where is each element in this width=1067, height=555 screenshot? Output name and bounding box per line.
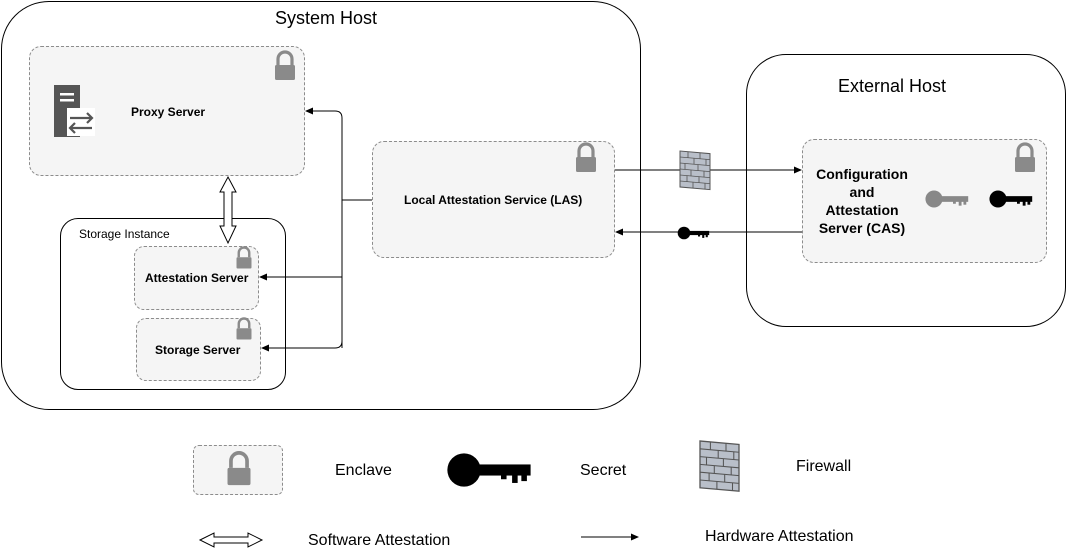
lock-icon: [235, 317, 253, 341]
external-host-title: External Host: [838, 76, 947, 96]
key-icon: [677, 226, 710, 240]
firewall-icon: [699, 440, 740, 492]
legend-enclave-label: Enclave: [335, 462, 392, 479]
legend-software-attestation-arrow: [198, 532, 264, 548]
firewall-icon: [679, 150, 711, 191]
legend-firewall-label: Firewall: [796, 458, 852, 475]
lock-icon: [574, 142, 598, 174]
storage-server-label: Storage Server: [155, 343, 241, 357]
las-label: Local Attestation Service (LAS): [404, 193, 583, 207]
lock-icon: [235, 246, 253, 270]
cas-label: Configuration and Attestation Server (CA…: [808, 165, 916, 237]
legend-secret-label: Secret: [580, 462, 627, 479]
cas-label-line: Configuration: [816, 166, 908, 182]
server-icon: [54, 85, 95, 137]
proxy-server-label: Proxy Server: [131, 105, 206, 119]
cas-label-line: Server (CAS): [818, 220, 906, 236]
cas-label-line: Attestation: [825, 202, 899, 218]
proxy-server-enclave: [29, 46, 305, 176]
cas-label-line: and: [849, 184, 875, 200]
attestation-server-label: Attestation Server: [145, 271, 249, 285]
lock-icon: [225, 451, 253, 487]
software-attestation-arrow: [219, 175, 237, 245]
key-icon: [989, 190, 1033, 208]
storage-instance-label: Storage Instance: [79, 227, 170, 241]
key-icon: [447, 453, 531, 487]
system-host-title: System Host: [275, 8, 378, 28]
legend-software-attestation-label: Software Attestation: [308, 532, 451, 549]
lock-icon: [273, 50, 297, 82]
legend-hardware-attestation-label: Hardware Attestation: [705, 528, 854, 545]
hardware-attestation-connectors: [259, 107, 802, 352]
las-enclave: [372, 141, 615, 258]
lock-icon: [1013, 142, 1037, 174]
key-icon: [925, 190, 969, 208]
